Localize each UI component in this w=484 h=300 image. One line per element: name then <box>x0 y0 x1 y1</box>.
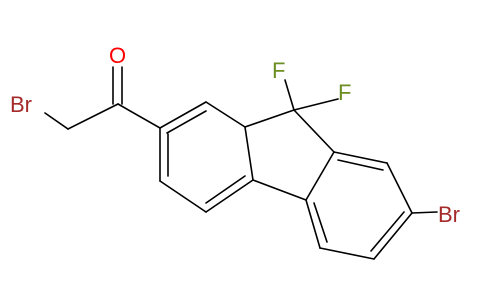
bond-ch2-carbonyl <box>67 103 119 130</box>
bond-ring5-c <box>305 151 335 201</box>
bond-ring1-a-inner <box>166 110 207 134</box>
bond-ring2-b <box>386 162 413 214</box>
bond-ring1-e <box>159 180 207 213</box>
bond-ring2-e <box>305 199 321 249</box>
bond-ring1-d-inner <box>205 175 246 204</box>
atom-o: O <box>109 43 126 68</box>
bond-c-f2 <box>293 98 339 111</box>
atom-labels: Br O F F Br <box>10 43 460 227</box>
bond-c-br <box>411 211 438 214</box>
atom-br-right: Br <box>438 202 460 227</box>
bond-ring2-c-inner <box>370 211 405 252</box>
atom-f-1: F <box>272 58 285 83</box>
bond-lines <box>44 66 438 260</box>
bond-c-f1 <box>284 79 295 111</box>
bond-ring5-a <box>244 109 295 128</box>
atom-f-2: F <box>338 80 351 105</box>
bond-ring2-a-inner <box>337 159 384 171</box>
bond-ring1-c <box>244 126 254 181</box>
bond-ring5-b <box>293 109 335 153</box>
bond-ring1-a <box>159 101 207 129</box>
bond-ring2-a <box>333 151 388 164</box>
bond-ring2-c <box>373 212 413 260</box>
bond-ring1-b <box>205 101 246 128</box>
bond-carbonyl-ring <box>117 103 161 129</box>
bond-ring2-e-inner <box>313 202 328 243</box>
bond-ring2-d <box>319 247 375 260</box>
bond-br-ch2 <box>44 112 69 130</box>
bond-ring5-d <box>252 179 307 201</box>
bond-ring1-d <box>205 179 254 213</box>
atom-br-left: Br <box>10 92 32 117</box>
